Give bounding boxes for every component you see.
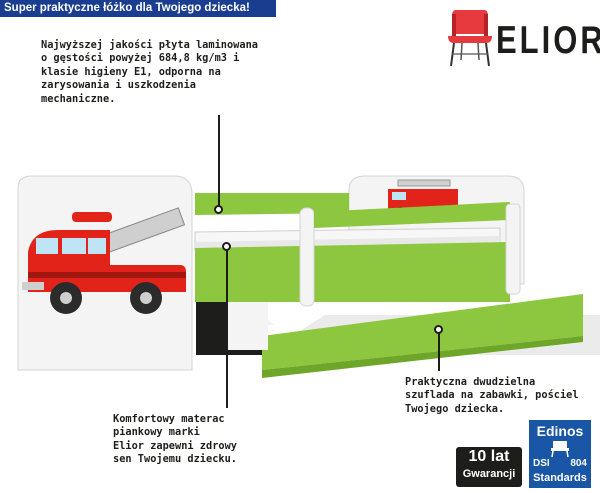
callout-board: Najwyższej jakości płyta laminowana o gę… [41, 39, 258, 105]
edinos-number: 804 [570, 458, 587, 469]
bed-illustration [17, 175, 600, 378]
brand-name: ELIOR [496, 18, 600, 62]
brand-logo: ELIOR [446, 8, 600, 70]
warranty-label: Gwarancji [462, 468, 516, 480]
edinos-standards: Standards [533, 472, 587, 484]
edinos-dsi: DSI [533, 458, 550, 469]
warranty-years: 10 lat [468, 448, 510, 465]
page-title: Super praktyczne łóżko dla Twojego dziec… [0, 0, 276, 17]
callout-mattress: Komfortowy materac piankowy marki Elior … [113, 413, 237, 466]
fire-truck [22, 207, 186, 314]
edinos-brand: Edinos [536, 423, 584, 439]
warranty-badge: 10 lat Gwarancji [456, 447, 522, 487]
callout-board-marker [214, 205, 223, 214]
chair-icon [448, 10, 492, 67]
callout-drawer: Praktyczna dwudzielna szuflada na zabawk… [405, 376, 579, 415]
chair-icon [551, 441, 569, 458]
edinos-badge: Edinos DSI 804 Standards [529, 420, 591, 488]
